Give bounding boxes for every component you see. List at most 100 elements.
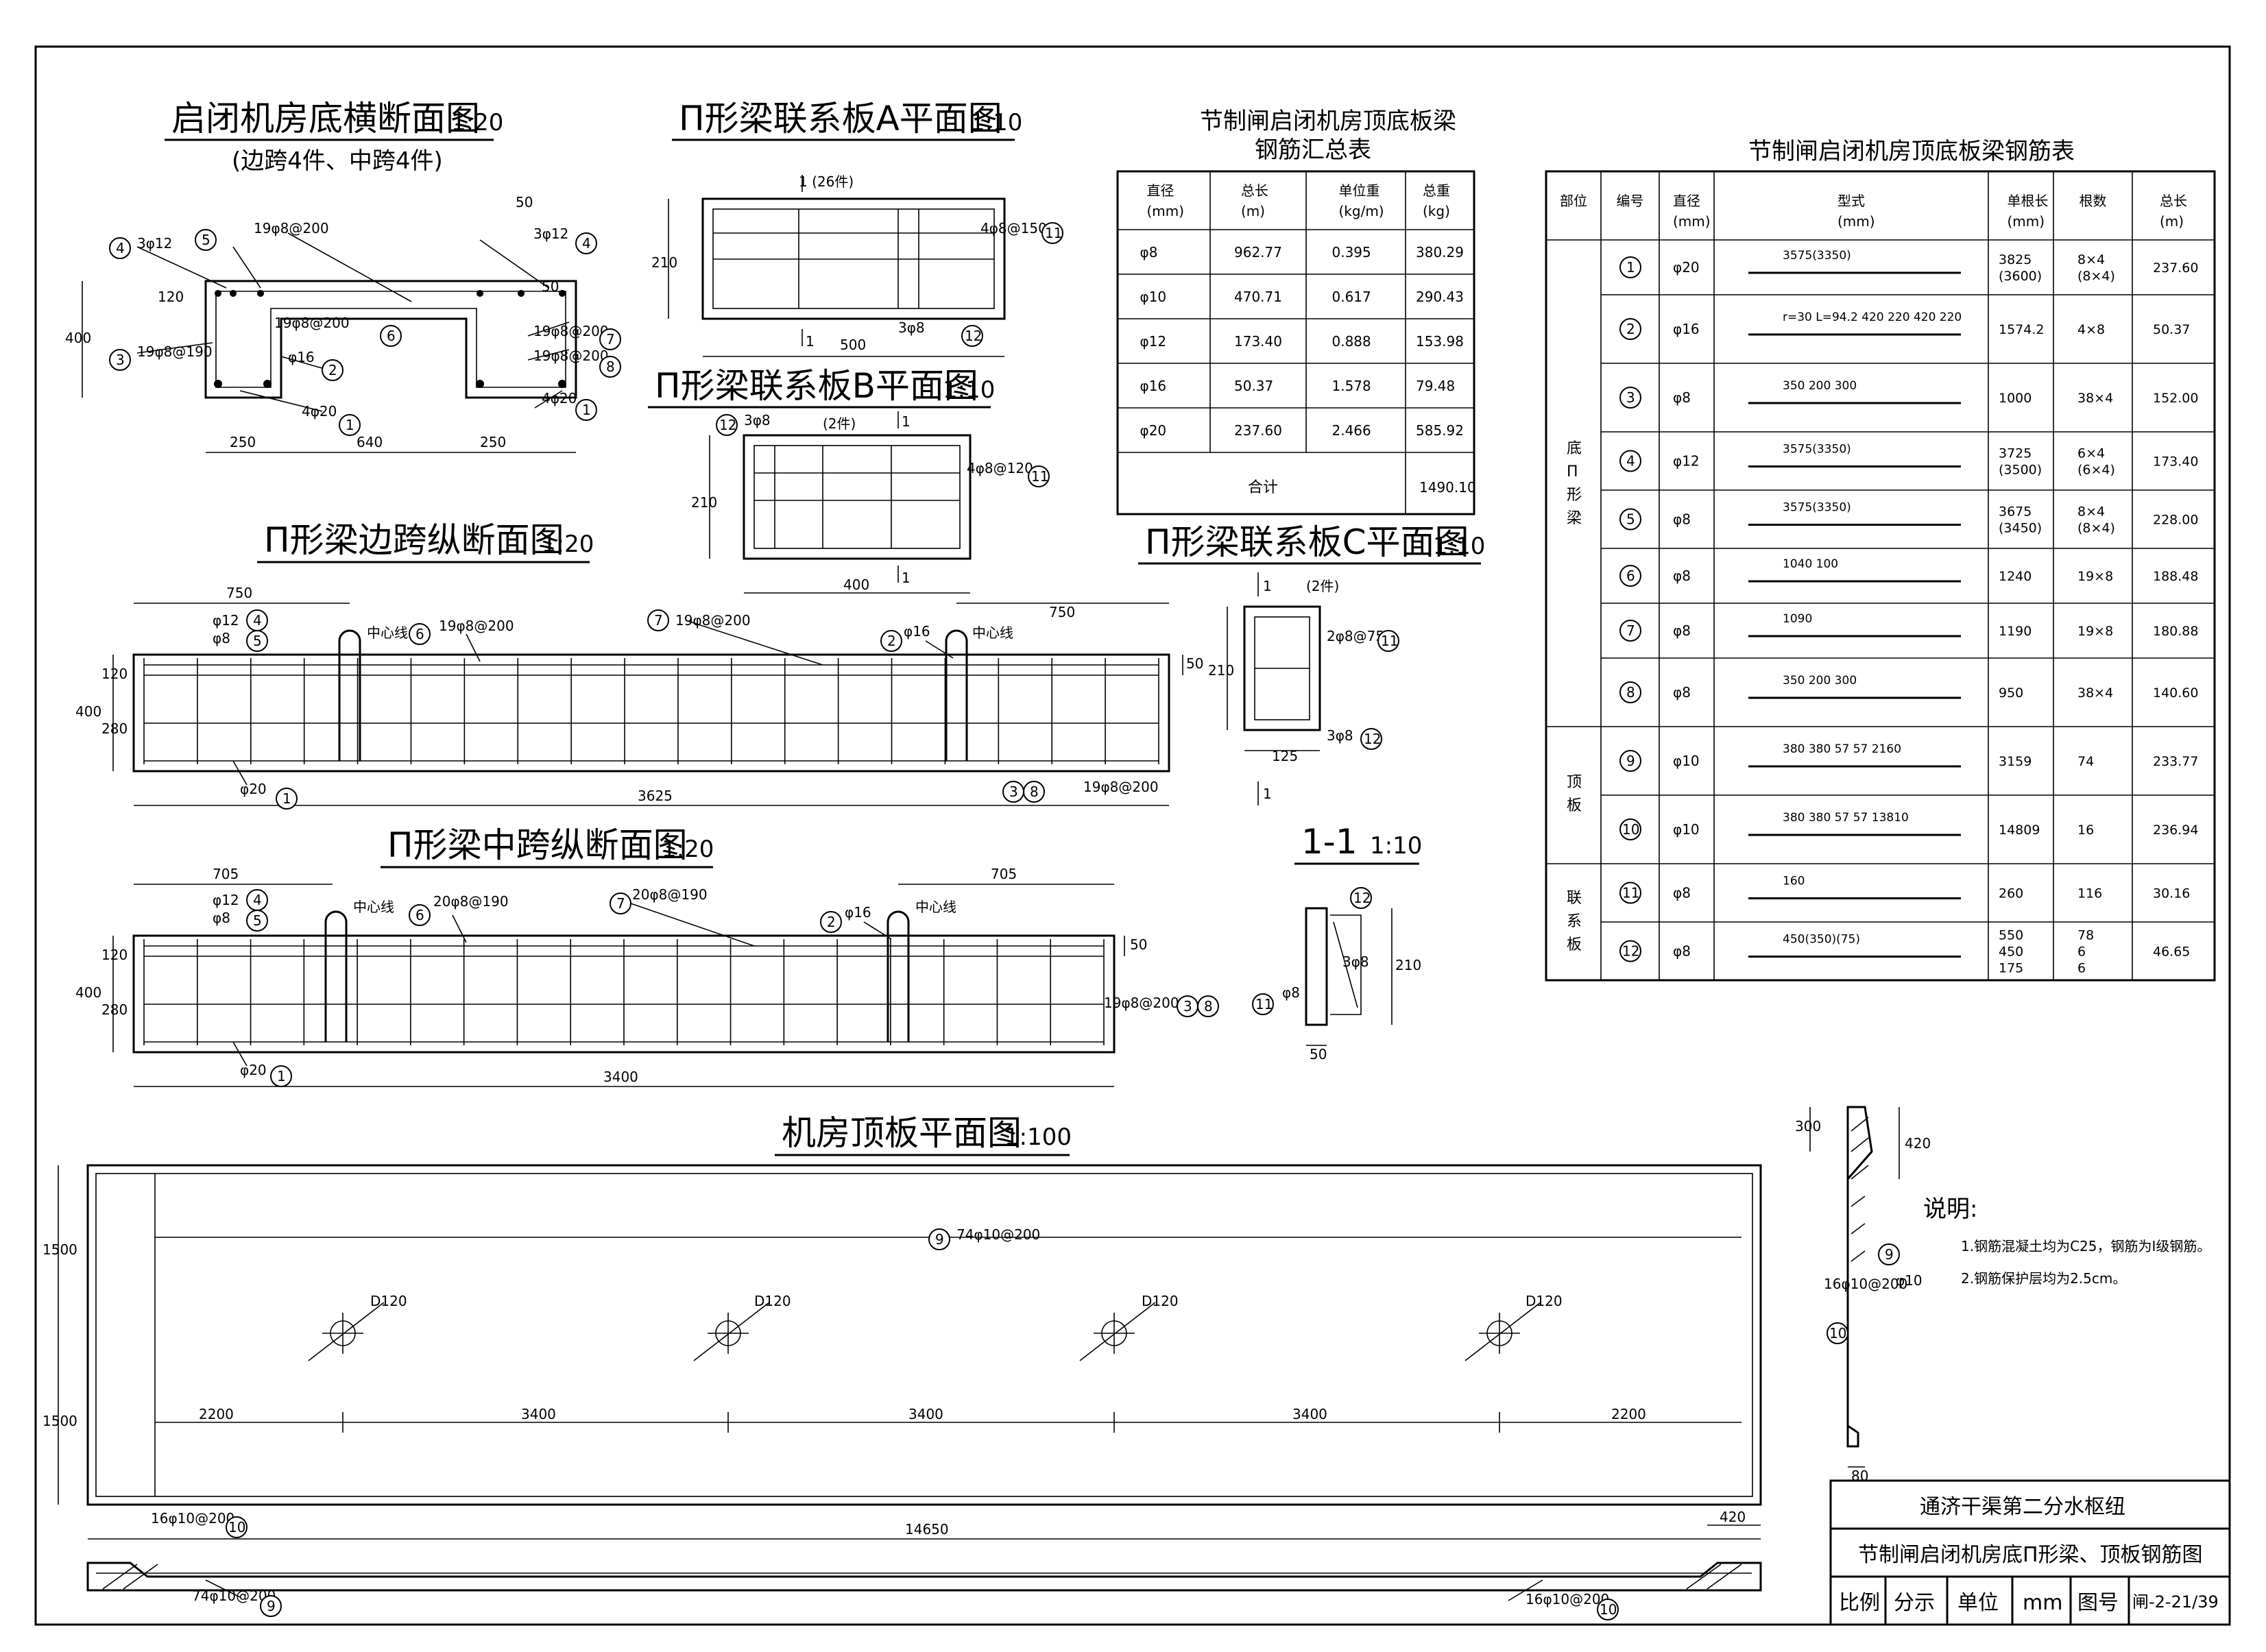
- title-block: 通济干渠第二分水枢纽 节制闸启闭机房底Π形梁、顶板钢筋图 比例 分示 单位 mm…: [1829, 1479, 2231, 1626]
- row-total: 236.94: [2153, 823, 2198, 838]
- row-total: 140.60: [2153, 685, 2198, 701]
- label: 400: [75, 703, 101, 720]
- row-number: 5: [1626, 511, 1635, 528]
- label: 1: [902, 570, 911, 586]
- table-total-value: 1490.10: [1419, 479, 1476, 496]
- table-header: (m): [1241, 203, 1265, 219]
- label: φ8: [213, 910, 230, 926]
- row-diameter: φ8: [1673, 943, 1691, 960]
- mark: 3: [1009, 784, 1018, 800]
- label: 250: [230, 434, 256, 450]
- scale-value: 分示: [1894, 1591, 1935, 1615]
- mark: 2: [827, 914, 836, 930]
- section-scale: 1:10: [970, 109, 1022, 136]
- row-count: 116: [2077, 886, 2102, 901]
- label: 20φ8@190: [433, 893, 509, 910]
- row-diameter: φ10: [1673, 753, 1700, 769]
- table-header: 单根长: [2008, 193, 2049, 209]
- section-scale: 1:20: [662, 836, 714, 863]
- label: 74φ10@200: [956, 1226, 1040, 1243]
- row-length: 3825: [1999, 252, 2032, 267]
- row-number: 11: [1622, 885, 1639, 901]
- roof-plan: 机房顶板平面图 1:100 1500 1500 74φ10@20: [43, 1113, 1762, 1620]
- row-length: 3675: [1999, 505, 2032, 520]
- table-cell: 470.71: [1234, 289, 1282, 305]
- rebar-dots: [214, 290, 566, 388]
- row-shape-label: 160: [1783, 875, 1805, 888]
- label: 3400: [603, 1069, 638, 1085]
- label: 19φ8@200: [1104, 995, 1179, 1011]
- label: 120: [101, 666, 128, 682]
- row-mark: [1619, 750, 1641, 772]
- row-count: 6: [2077, 961, 2086, 976]
- roof-section-strip: [86, 1562, 1762, 1592]
- mark: 12: [719, 417, 736, 433]
- label: 50: [516, 194, 533, 210]
- row-shape-label: 380 380 57 57 13810: [1783, 811, 1909, 825]
- label: 2200: [1611, 1406, 1646, 1422]
- row-mark: [1619, 940, 1641, 962]
- table-header: (mm): [1147, 203, 1185, 219]
- table-header: 总长: [2160, 193, 2187, 209]
- label: 640: [357, 434, 383, 450]
- table-header: 直径: [1673, 193, 1700, 209]
- mark: 10: [1829, 1325, 1846, 1341]
- row-length: 175: [1999, 961, 2023, 976]
- label: (2件): [1306, 578, 1339, 594]
- row-count: 19×8: [2077, 624, 2113, 639]
- label: φ16: [904, 623, 930, 640]
- label: 19φ8@200: [254, 220, 329, 236]
- mark: 10: [1600, 1601, 1617, 1618]
- table-cell: φ10: [1140, 289, 1167, 305]
- row-count: 6: [2077, 945, 2086, 960]
- mark: 7: [616, 895, 625, 912]
- label: 50: [542, 278, 559, 295]
- label: 1500: [43, 1413, 77, 1429]
- label: 4φ20: [302, 403, 337, 420]
- note-item: 1.钢筋混凝土均为C25，钢筋为Ⅰ级钢筋。: [1961, 1238, 2210, 1254]
- row-count: 19×8: [2077, 569, 2113, 584]
- table-cell: 585.92: [1416, 422, 1464, 439]
- table-cell: 237.60: [1234, 422, 1282, 439]
- row-length: (3500): [1999, 463, 2042, 478]
- mark: 9: [935, 1231, 944, 1248]
- row-total: 233.77: [2153, 754, 2198, 769]
- label: D120: [370, 1293, 407, 1309]
- label: 3φ8: [1327, 727, 1353, 744]
- row-number: 10: [1622, 821, 1639, 838]
- row-diameter: φ8: [1673, 568, 1691, 584]
- table-header: 编号: [1617, 193, 1644, 209]
- label: 2200: [199, 1406, 234, 1422]
- label: 420: [1905, 1135, 1931, 1152]
- section-title: Π形梁联系板B平面图: [655, 366, 978, 406]
- label: 中心线: [353, 899, 394, 915]
- table-cell: 380.29: [1416, 244, 1464, 260]
- row-count: 8×4: [2077, 252, 2105, 267]
- table-header: (mm): [1673, 213, 1711, 230]
- table-title: 节制闸启闭机房顶底板梁: [1200, 108, 1456, 135]
- table-header: 直径: [1147, 182, 1174, 199]
- group-label: 梁: [1567, 510, 1582, 527]
- mark: 12: [1364, 731, 1381, 747]
- label: 4φ8@150: [980, 220, 1047, 236]
- group-label: 板: [1567, 797, 1582, 814]
- row-count: 78: [2077, 928, 2094, 943]
- table-title: 钢筋汇总表: [1255, 136, 1371, 164]
- unit-label: 单位: [1957, 1591, 1999, 1615]
- row-shape-label: 450(350)(75): [1783, 933, 1860, 947]
- section-title: 1-1: [1301, 822, 1358, 862]
- label: 705: [991, 866, 1017, 882]
- row-length: 950: [1999, 685, 2023, 701]
- row-shape-label: 3575(3350): [1783, 249, 1851, 263]
- row-diameter: φ8: [1673, 511, 1691, 528]
- table-cell: φ12: [1140, 333, 1167, 350]
- mark: 11: [1031, 468, 1048, 485]
- mark: 11: [1045, 225, 1062, 241]
- table-header: (mm): [2008, 213, 2045, 230]
- row-count: 4×8: [2077, 322, 2105, 337]
- section-title: Π形梁联系板A平面图: [679, 99, 1002, 138]
- row-length: 1240: [1999, 569, 2032, 584]
- table-header: (mm): [1837, 213, 1875, 230]
- mark: 5: [202, 232, 210, 248]
